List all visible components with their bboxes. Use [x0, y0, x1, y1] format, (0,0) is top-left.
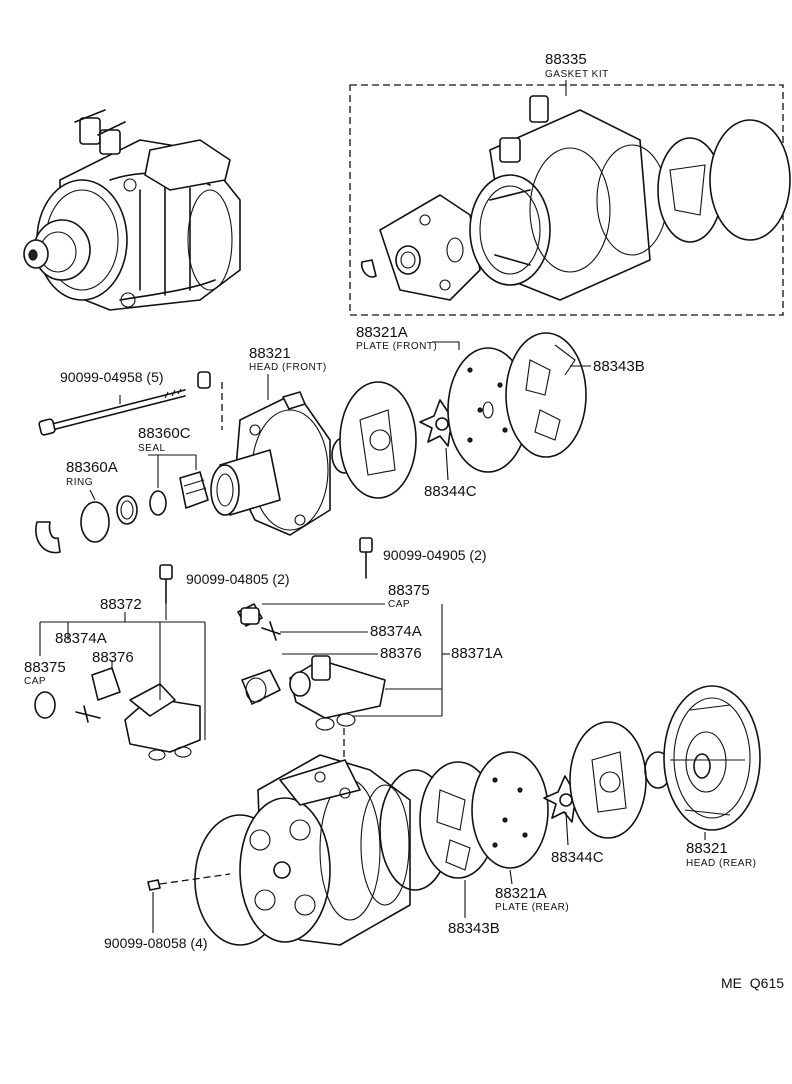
head-front-number: 88321 — [249, 345, 291, 362]
plate-front-number: 88321A — [356, 324, 408, 341]
service-valve-group — [34, 537, 450, 780]
valve-bottom-number: 88343B — [448, 920, 500, 937]
rear-head-group — [147, 685, 761, 946]
gasket-kit-box: 88335 GASKET KIT — [349, 51, 791, 316]
reed-rear-number: 88344C — [551, 849, 604, 866]
seal-name: SEAL — [138, 443, 166, 454]
seal-ring-group — [35, 454, 209, 554]
ring-number: 88360A — [66, 459, 118, 476]
cap-right-name: CAP — [388, 599, 410, 610]
screw-left-code: 90099-04805 (2) — [186, 571, 290, 587]
union-right-number: 88376 — [380, 645, 422, 662]
cap-left-number: 88375 — [24, 659, 66, 676]
cap-right-number: 88375 — [388, 582, 430, 599]
plate-front-name: PLATE (FRONT) — [356, 341, 437, 352]
pin-code: 90099-08058 (4) — [104, 935, 208, 951]
ring-name: RING — [66, 477, 93, 488]
service-valve-right-number: 88371A — [451, 645, 503, 662]
head-front-name: HEAD (FRONT) — [249, 362, 327, 373]
valve-core-right-number: 88374A — [370, 623, 422, 640]
union-left-number: 88376 — [92, 649, 134, 666]
front-head-group — [38, 332, 587, 536]
cap-left-name: CAP — [24, 676, 46, 687]
plate-rear-number: 88321A — [495, 885, 547, 902]
plate-rear-name: PLATE (REAR) — [495, 902, 569, 913]
valve-core-left-number: 88374A — [55, 630, 107, 647]
head-rear-number: 88321 — [686, 840, 728, 857]
reed-front-number: 88344C — [424, 483, 477, 500]
seal-number: 88360C — [138, 425, 191, 442]
compressor-assembly-illustration — [23, 109, 241, 311]
long-bolt-code: 90099-04958 (5) — [60, 369, 164, 385]
gasket-kit-number: 88335 — [545, 51, 587, 68]
service-valve-left-number: 88372 — [100, 596, 142, 613]
diagram-code: ME Q615 — [721, 975, 784, 991]
screw-right-code: 90099-04905 (2) — [383, 547, 487, 563]
valve-top-number: 88343B — [593, 358, 645, 375]
gasket-kit-name: GASKET KIT — [545, 69, 609, 80]
head-rear-name: HEAD (REAR) — [686, 858, 757, 869]
